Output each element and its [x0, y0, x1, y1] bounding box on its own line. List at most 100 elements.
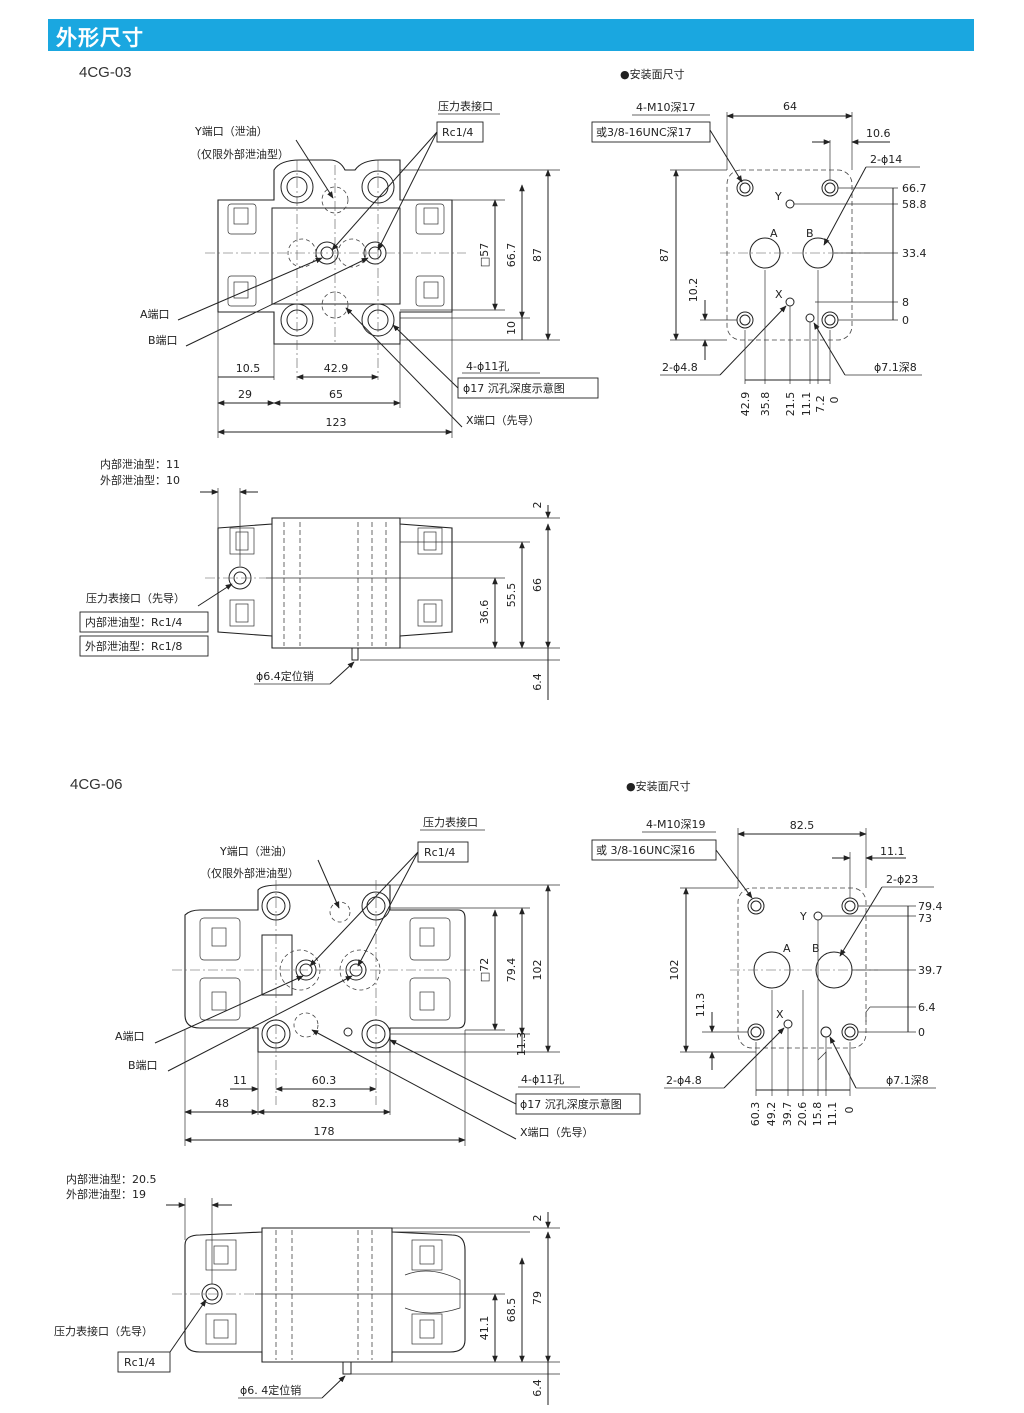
- side-view-4cg03: 2 36.6 55.5 66 6.4 内部泄油型：11 外部泄油型：10 压力表…: [79, 457, 560, 700]
- dim-top-d3: 29: [238, 388, 252, 401]
- mount-left-dim: 10.2: [687, 278, 700, 303]
- y-port-note: （仅限外部泄油型）: [190, 147, 289, 161]
- mount-b1: 35.8: [759, 392, 772, 417]
- y-port-label: Y端口（泄油）: [194, 124, 268, 138]
- dim-top-d1: 10.5: [236, 362, 261, 375]
- y-port-label-06: Y端口（泄油）: [219, 844, 293, 858]
- gauge-pilot-label: 压力表接口（先导）: [86, 591, 185, 605]
- dim-top-v4: 10: [505, 321, 518, 335]
- mount-tap1: 4-M10深17: [636, 101, 695, 114]
- dim06-top-v4: 11.3: [515, 1032, 528, 1057]
- mount06-r4: 0: [918, 1026, 925, 1039]
- mount06-a-letter: A: [783, 942, 791, 955]
- dim06-top-d1: 11: [233, 1074, 247, 1087]
- dim-top-d5: 123: [326, 416, 347, 429]
- mount06-b6: 0: [843, 1107, 856, 1114]
- holes-label: 4-ϕ11孔: [466, 360, 509, 373]
- dim06-side-v1: 2: [531, 1215, 544, 1222]
- mount-b3: 11.1: [800, 392, 813, 417]
- rc-label-06: Rc1/4: [124, 1356, 155, 1369]
- mount06-b4: 15.8: [811, 1102, 824, 1127]
- mount06-x-letter: X: [776, 1008, 784, 1021]
- mount-r4: 0: [902, 314, 909, 327]
- mount06-r1: 73: [918, 912, 932, 925]
- dim-top-v2: 66.7: [505, 243, 518, 268]
- mount06-left-dim: 11.3: [694, 993, 707, 1018]
- dim06-side-v3: 68.5: [505, 1298, 518, 1323]
- dim06-top-d4: 82.3: [312, 1097, 337, 1110]
- mount-small-holes: 2-ϕ4.8: [662, 361, 698, 374]
- side-view-4cg06: 2 41.1 68.5 79 6.4 内部泄油型：20.5 外部泄油型：19 压…: [54, 1172, 560, 1405]
- dim-side-v1: 2: [531, 502, 544, 509]
- dim-top-d2: 42.9: [324, 362, 349, 375]
- holes-label-06: 4-ϕ11孔: [521, 1073, 564, 1086]
- dim-side-v4: 66: [531, 578, 544, 592]
- cbore-label-06: ϕ17 沉孔深度示意图: [520, 1097, 622, 1111]
- mount-r1: 58.8: [902, 198, 927, 211]
- mount06-r3: 6.4: [918, 1001, 936, 1014]
- top-view-4cg03: □57 66.7 87 10 10.5 42.9 29 65 123 压力表接口…: [140, 99, 599, 438]
- dim-side-v2: 36.6: [478, 600, 491, 625]
- mount-b0: 42.9: [739, 392, 752, 417]
- mount-r3: 8: [902, 296, 909, 309]
- mount06-b1: 49.2: [765, 1102, 778, 1127]
- mount-r0: 66.7: [902, 182, 927, 195]
- b-port-label-06: B端口: [128, 1059, 158, 1072]
- gauge-thread-label-06: Rc1/4: [424, 846, 455, 859]
- mount06-small-holes: 2-ϕ4.8: [666, 1074, 702, 1087]
- dim06-top-d3: 48: [215, 1097, 229, 1110]
- mount-b5: 0: [828, 397, 841, 404]
- mount-title-4cg06: ●安装面尺寸: [626, 779, 691, 793]
- mount06-pinhole: ϕ7.1深8: [886, 1074, 929, 1087]
- rc-ext-label: 外部泄油型：Rc1/8: [85, 639, 182, 653]
- mount-a-letter: A: [770, 227, 778, 240]
- mount-x-letter: X: [775, 288, 783, 301]
- mount-view-4cg06: ●安装面尺寸 Y A B X 82.5 11.1 4-M10深19 或 3/8-…: [591, 779, 943, 1127]
- pin-label: ϕ6.4定位销: [256, 669, 314, 683]
- dim-side-v3: 55.5: [505, 583, 518, 608]
- mount06-b5: 11.1: [826, 1102, 839, 1127]
- mount06-big-holes: 2-ϕ23: [886, 873, 918, 886]
- mount06-y-letter: Y: [799, 910, 807, 923]
- mount-r2: 33.4: [902, 247, 927, 260]
- dim06-side-v2: 41.1: [478, 1316, 491, 1341]
- model-title-4cg06: 4CG-06: [70, 776, 123, 793]
- cbore-label: ϕ17 沉孔深度示意图: [463, 381, 565, 395]
- dim06-top-v2: 79.4: [505, 958, 518, 983]
- mount-tap2: 或3/8-16UNC深17: [596, 126, 692, 139]
- mount-view-4cg03: ●安装面尺寸 Y A B X 64 10.6 4-M10深17 或3/8-16U…: [591, 67, 927, 417]
- dim06-side-v4: 79: [531, 1291, 544, 1305]
- mount06-edge-dim: 11.1: [880, 845, 905, 858]
- mount06-tap1: 4-M10深19: [646, 818, 705, 831]
- gauge-port-label: 压力表接口: [438, 99, 493, 113]
- model-title-4cg03: 4CG-03: [79, 64, 132, 81]
- rc-int-label: 内部泄油型：Rc1/4: [85, 615, 182, 629]
- gauge-pilot-label-06: 压力表接口（先导）: [54, 1324, 153, 1338]
- dim-side-v5: 6.4: [531, 673, 544, 691]
- dim06-top-v1: □72: [478, 958, 491, 982]
- dim06-top-d2: 60.3: [312, 1074, 337, 1087]
- mount-edge-dim: 10.6: [866, 127, 891, 140]
- dim-top-v1: □57: [478, 243, 491, 267]
- mount-width-dim: 64: [783, 100, 797, 113]
- pin-label-06: ϕ6. 4定位销: [240, 1383, 301, 1397]
- mount06-b2: 39.7: [781, 1102, 794, 1127]
- dim-top-d4: 65: [329, 388, 343, 401]
- mount-y-letter: Y: [774, 190, 782, 203]
- dim06-top-d5: 178: [314, 1125, 335, 1138]
- mount06-b0: 60.3: [749, 1102, 762, 1127]
- mount06-b-letter: B: [812, 942, 820, 955]
- x-port-label-06: X端口（先导）: [520, 1126, 594, 1139]
- mount06-tap2: 或 3/8-16UNC深16: [596, 844, 695, 857]
- mount06-width-dim: 82.5: [790, 819, 815, 832]
- mount-b-letter: B: [806, 227, 814, 240]
- mount-b2: 21.5: [784, 392, 797, 417]
- mount-pinhole: ϕ7.1深8: [874, 361, 917, 374]
- top-view-4cg06: □72 79.4 102 11.3 11 60.3 48 82.3 178 压力…: [115, 815, 641, 1146]
- dim-top-v3: 87: [531, 248, 544, 262]
- mount06-height-dim: 102: [668, 960, 681, 981]
- section-title: 外形尺寸: [56, 26, 144, 50]
- mount-title-4cg03: ●安装面尺寸: [620, 67, 685, 81]
- b-port-label: B端口: [148, 334, 178, 347]
